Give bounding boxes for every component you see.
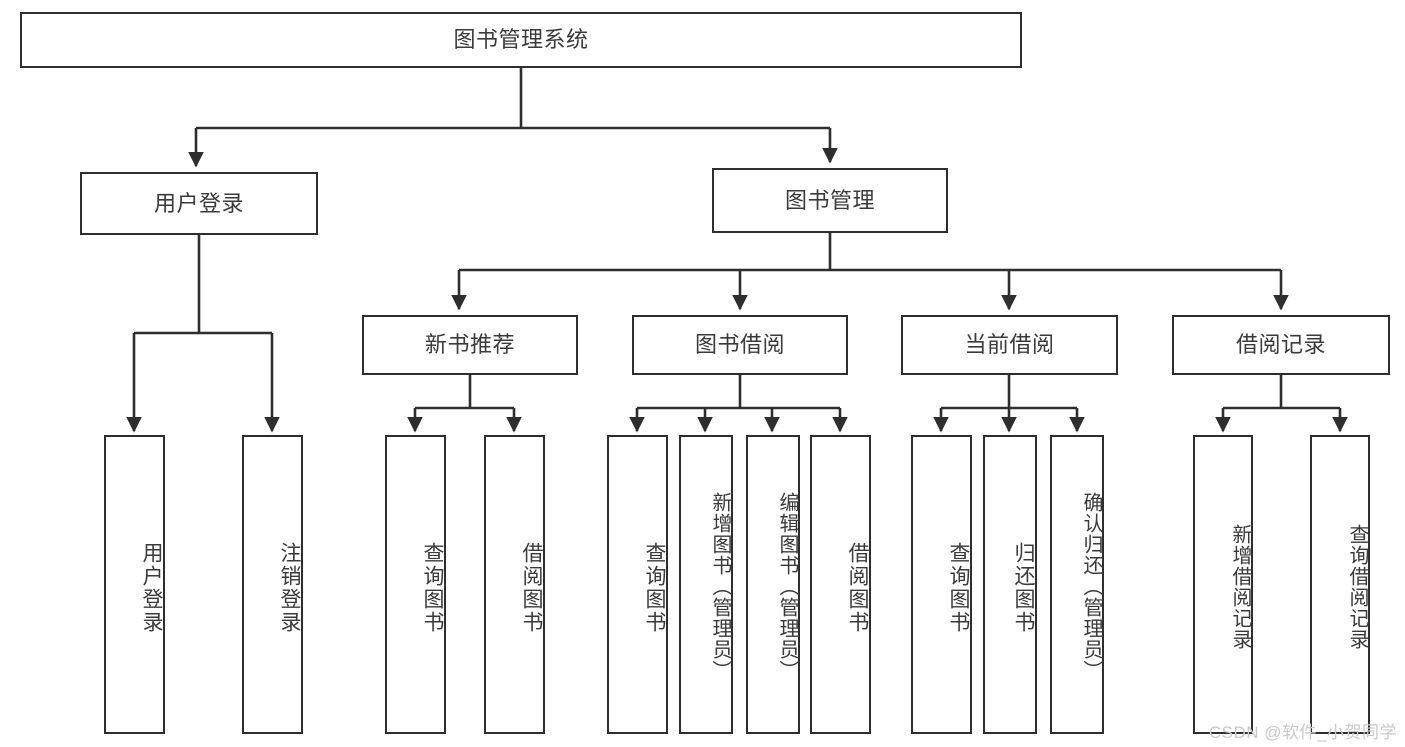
leaf-query-book-3[interactable]: 查询图书 xyxy=(911,435,972,734)
leaf-user-login[interactable]: 用户登录 xyxy=(104,435,165,734)
leaf-edit-book[interactable]: 编辑图书（管理员） xyxy=(746,435,800,734)
node-borrow-record[interactable]: 借阅记录 xyxy=(1172,315,1390,375)
node-new-book-rec[interactable]: 新书推荐 xyxy=(362,315,578,375)
leaf-borrow-book-1[interactable]: 借阅图书 xyxy=(484,435,545,734)
leaf-query-record[interactable]: 查询借阅记录 xyxy=(1310,435,1370,734)
leaf-borrow-book-2[interactable]: 借阅图书 xyxy=(810,435,871,734)
leaf-user-logout[interactable]: 注销登录 xyxy=(242,435,303,734)
node-book-manage[interactable]: 图书管理 xyxy=(712,168,948,233)
leaf-query-book-1[interactable]: 查询图书 xyxy=(385,435,446,734)
node-root[interactable]: 图书管理系统 xyxy=(20,12,1022,68)
node-user-login[interactable]: 用户登录 xyxy=(80,172,318,235)
leaf-confirm-return[interactable]: 确认归还（管理员） xyxy=(1050,435,1104,734)
leaf-add-record[interactable]: 新增借阅记录 xyxy=(1193,435,1253,734)
node-current-borrow[interactable]: 当前借阅 xyxy=(901,315,1118,375)
leaf-query-book-2[interactable]: 查询图书 xyxy=(607,435,668,734)
watermark-text: CSDN @软件_小贺同学 xyxy=(1208,723,1397,742)
leaf-return-book[interactable]: 归还图书 xyxy=(983,435,1037,734)
node-book-borrow[interactable]: 图书借阅 xyxy=(632,315,848,375)
leaf-add-book[interactable]: 新增图书（管理员） xyxy=(679,435,733,734)
